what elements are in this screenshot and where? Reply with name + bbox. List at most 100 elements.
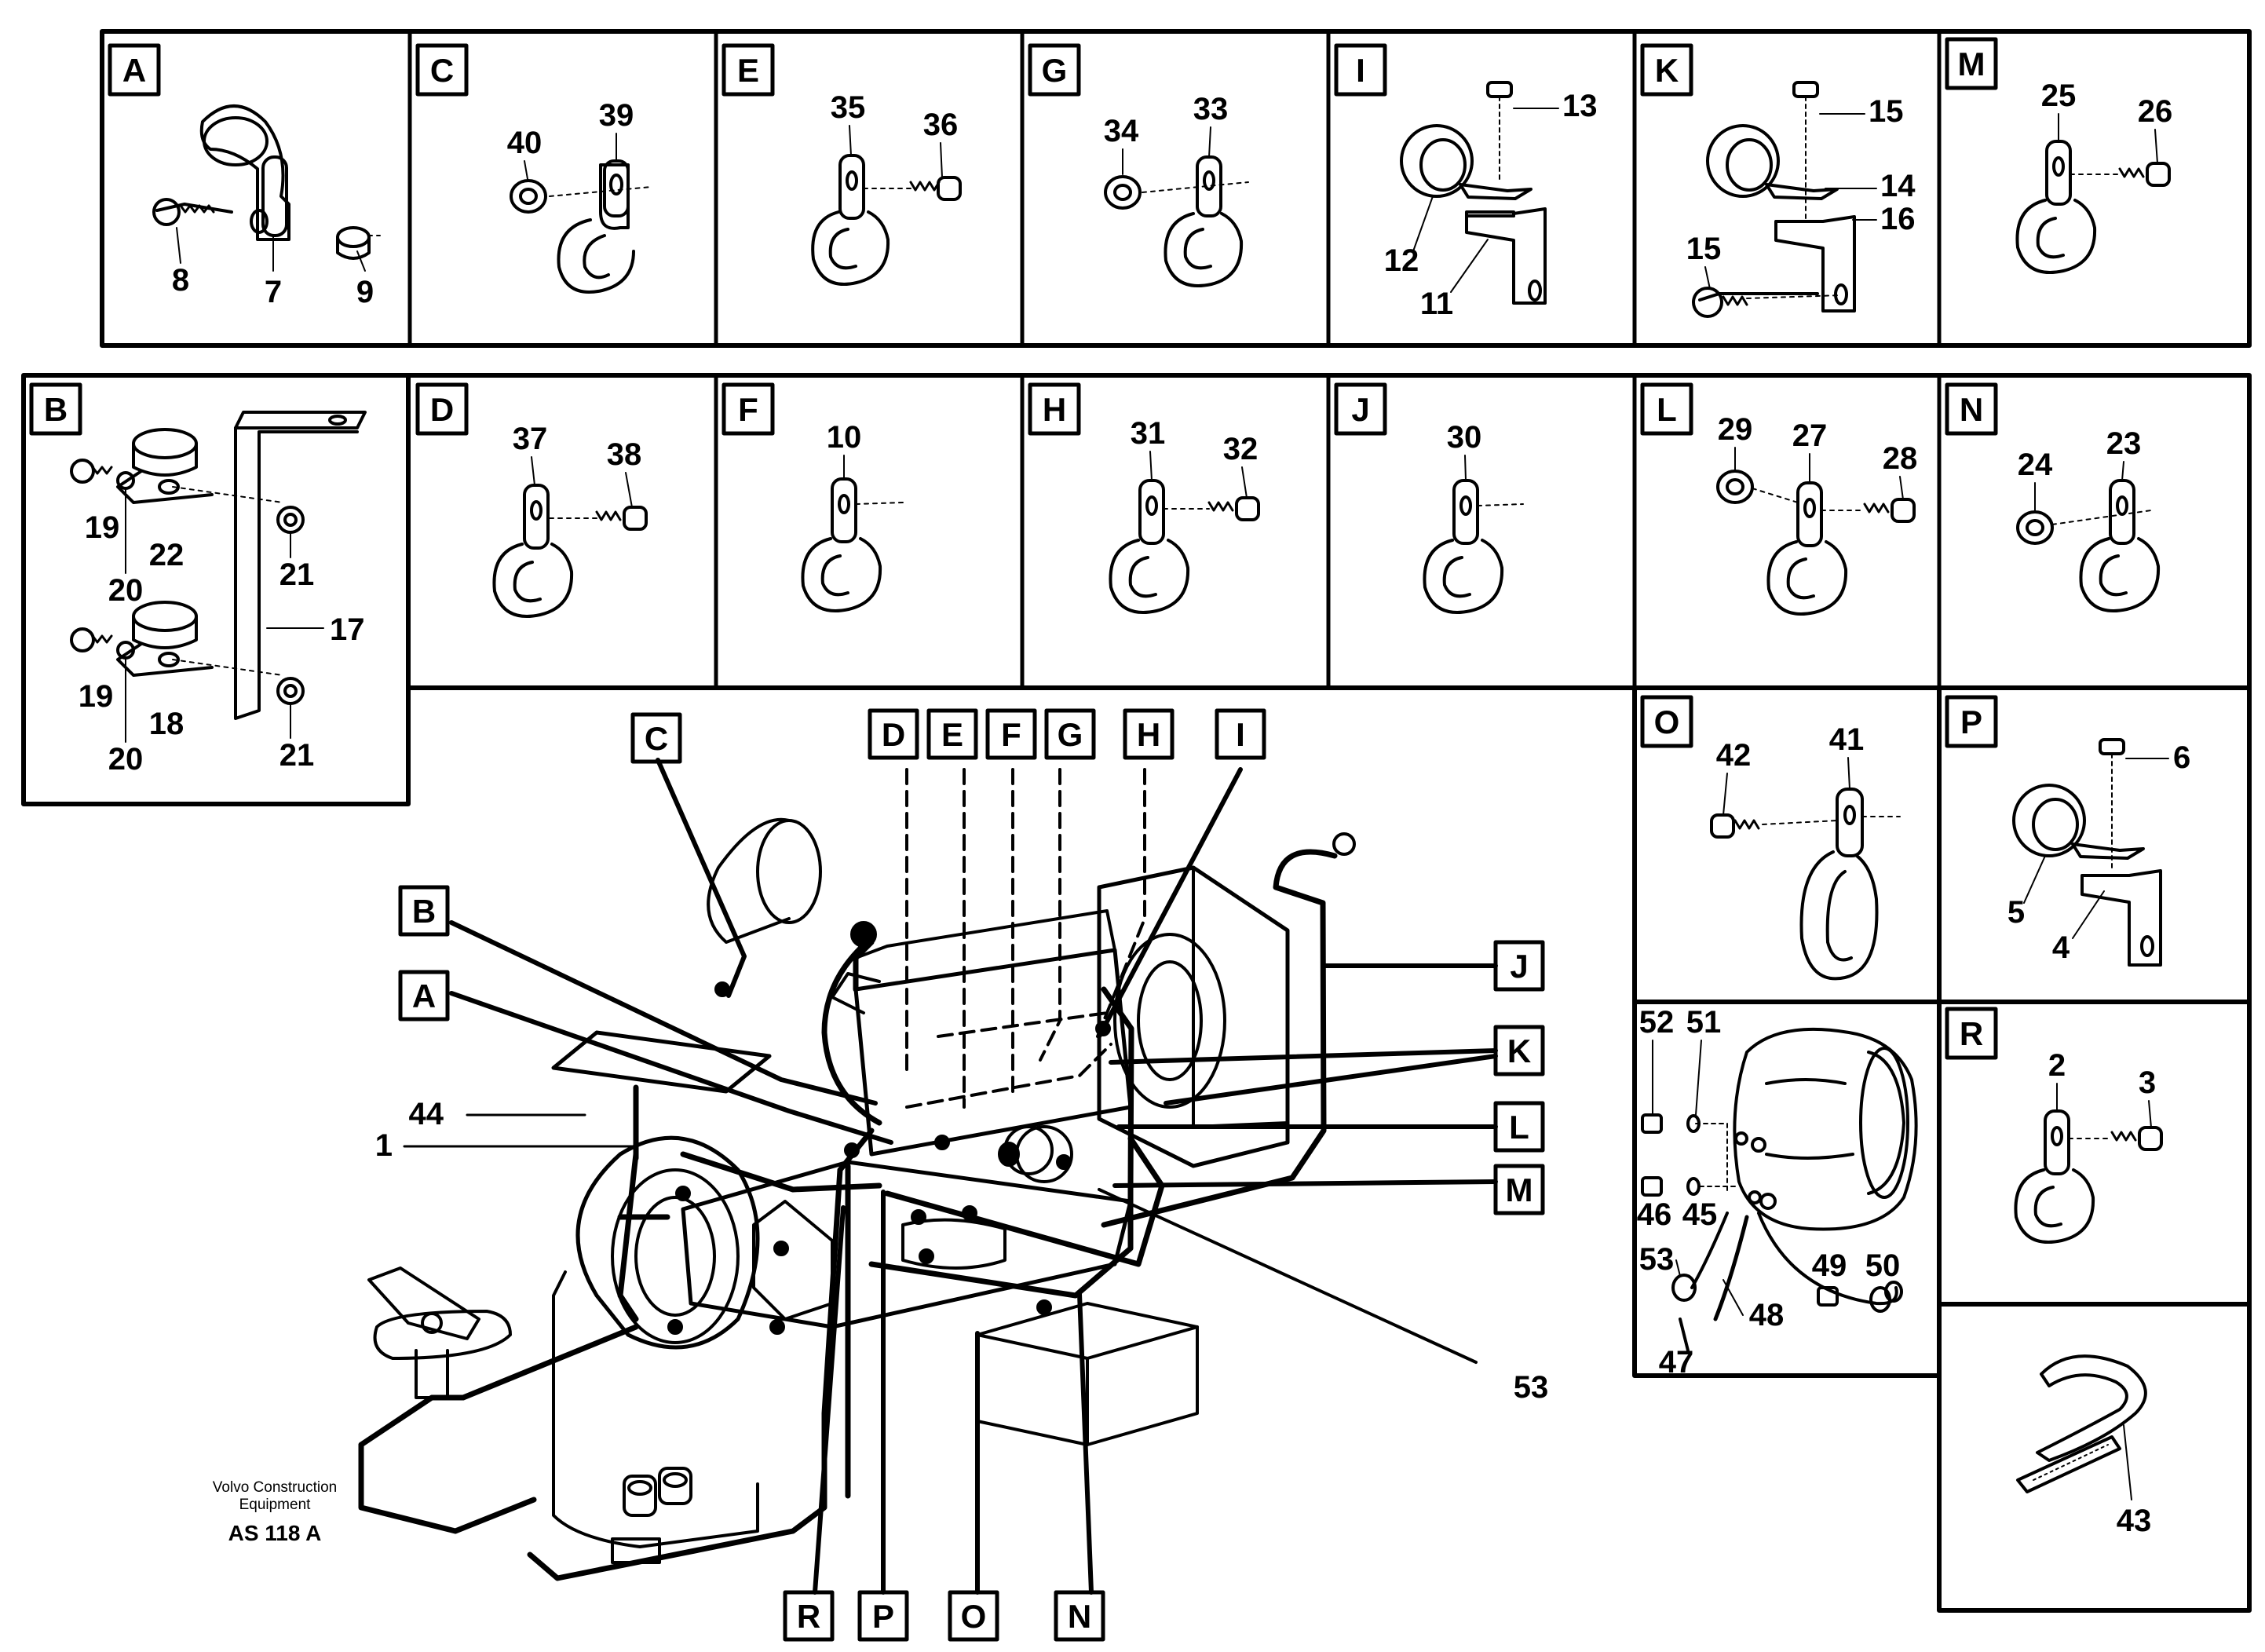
callout: 37 — [513, 422, 548, 456]
panel-letter: C — [430, 52, 454, 89]
panel-letter: B — [44, 391, 68, 428]
callout: 52 — [1639, 1005, 1675, 1040]
label-D: D — [882, 716, 905, 753]
panel-I: I 13 12 11 — [1334, 43, 1598, 321]
callout: 21 — [279, 557, 315, 592]
callout: 11 — [1420, 287, 1453, 321]
callout: 48 — [1749, 1298, 1785, 1332]
panel-D: D 37 38 — [415, 382, 648, 618]
panel-tie-frame — [1937, 1302, 2252, 1613]
panel-cable-tie: 43 — [2016, 1354, 2151, 1538]
panel-J: J 30 — [1334, 382, 1524, 614]
label-A: A — [412, 978, 436, 1014]
panel-P-frame — [1937, 685, 2252, 1004]
callout: 17 — [330, 612, 365, 647]
footer-company-2: Equipment — [239, 1497, 312, 1513]
label-B: B — [412, 893, 436, 930]
callout: 18 — [149, 707, 184, 741]
callout: 29 — [1718, 412, 1753, 447]
callout: 45 — [1682, 1197, 1718, 1232]
callout-1: 1 — [375, 1128, 393, 1163]
panel-letter: H — [1043, 391, 1066, 428]
panel-letter: R — [1960, 1015, 1983, 1052]
panel-letter: F — [738, 391, 758, 428]
callout: 42 — [1716, 738, 1752, 773]
callout: 23 — [2106, 426, 2142, 461]
callout: 5 — [2007, 895, 2025, 930]
callout: 6 — [2173, 740, 2190, 775]
callout: 39 — [599, 98, 634, 133]
callout: 47 — [1659, 1345, 1694, 1380]
callout: 32 — [1223, 432, 1259, 466]
main-labels-left: B A 44 1 — [375, 885, 450, 1163]
panel-letter: E — [737, 52, 759, 89]
main-labels-bottom: R P O N — [783, 1590, 1105, 1642]
label-E: E — [941, 716, 963, 753]
label-F: F — [1001, 716, 1021, 753]
main-assembly — [358, 758, 1498, 1595]
label-G: G — [1058, 716, 1083, 753]
panel-alternator: 52 51 46 45 53 49 50 48 47 — [1637, 1005, 1918, 1380]
callout: 10 — [827, 420, 862, 455]
callout: 13 — [1562, 89, 1598, 123]
callout: 49 — [1812, 1248, 1847, 1283]
label-J: J — [1510, 948, 1528, 985]
callout: 19 — [79, 679, 114, 714]
panel-R-frame — [1937, 1000, 2252, 1307]
label-M: M — [1506, 1171, 1533, 1208]
main-labels-top: C D E F G H I — [630, 708, 1266, 764]
callout: 30 — [1447, 420, 1482, 455]
callout: 24 — [2018, 448, 2053, 482]
label-P: P — [872, 1598, 894, 1635]
top-row-frame — [100, 29, 2252, 348]
callout: 34 — [1104, 114, 1139, 148]
panel-letter: N — [1960, 391, 1983, 428]
callout: 46 — [1637, 1197, 1672, 1232]
callout-53: 53 — [1514, 1370, 1549, 1405]
callout: 28 — [1883, 441, 1918, 476]
panel-O: O 42 41 — [1640, 695, 1901, 981]
label-I: I — [1236, 716, 1245, 753]
callout: 14 — [1880, 169, 1916, 203]
callout: 21 — [279, 738, 315, 773]
label-O: O — [961, 1598, 987, 1635]
callout: 27 — [1792, 418, 1828, 453]
panel-letter: L — [1657, 391, 1677, 428]
panel-K: K 15 14 16 15 — [1640, 43, 1916, 318]
callout: 9 — [356, 275, 374, 309]
footer-company: Volvo Construction — [213, 1479, 337, 1496]
panel-letter: A — [122, 52, 146, 89]
callout: 41 — [1829, 722, 1865, 757]
label-L: L — [1509, 1109, 1529, 1146]
panel-letter: J — [1351, 391, 1369, 428]
callout: 2 — [2048, 1048, 2066, 1083]
panel-R: R 2 3 — [1945, 1007, 2163, 1244]
callout: 26 — [2138, 94, 2173, 129]
callout: 7 — [265, 275, 282, 309]
callout: 38 — [607, 437, 642, 472]
callout: 19 — [85, 510, 120, 545]
callout-44: 44 — [409, 1097, 444, 1131]
panel-H: H 31 32 — [1028, 382, 1260, 614]
panel-G: G 34 33 — [1028, 43, 1249, 287]
label-R: R — [797, 1598, 820, 1635]
panel-letter: I — [1356, 52, 1365, 89]
callout: 4 — [2052, 930, 2070, 965]
callout: 35 — [831, 90, 866, 125]
panel-P: P 6 5 4 — [1945, 695, 2190, 967]
panel-B: B 19 20 22 21 17 19 18 20 21 — [29, 382, 367, 777]
callout: 22 — [149, 538, 184, 572]
callout: 3 — [2139, 1065, 2156, 1100]
label-N: N — [1068, 1598, 1091, 1635]
panel-B-frame — [21, 373, 411, 806]
label-K: K — [1507, 1032, 1531, 1069]
label-C: C — [645, 720, 668, 757]
callout: 15 — [1686, 232, 1722, 266]
callout: 15 — [1869, 94, 1904, 129]
panel-letter: K — [1655, 52, 1679, 89]
callout: 20 — [108, 573, 144, 608]
label-H: H — [1137, 716, 1160, 753]
panel-E: E 35 36 — [722, 43, 962, 286]
panel-A: A 8 7 9 — [108, 43, 385, 309]
